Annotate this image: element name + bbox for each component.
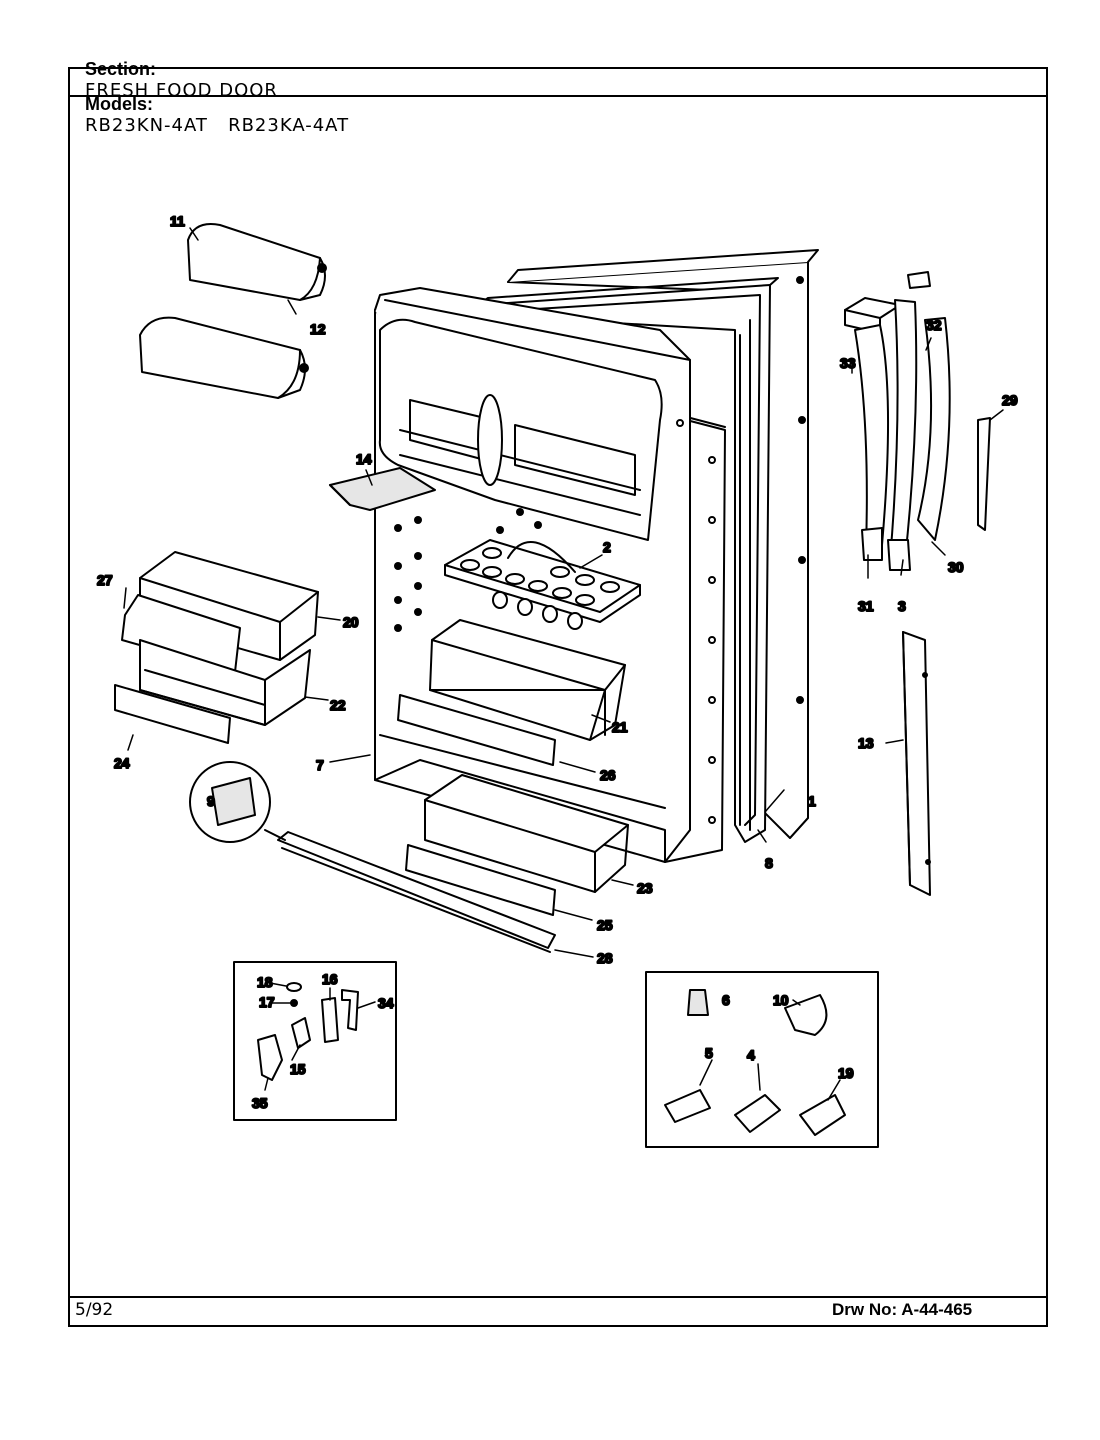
callout-4: 4 [747,1047,755,1063]
callout-33: 33 [840,355,856,371]
footer-divider [68,1296,1048,1298]
callout-6: 6 [722,992,730,1008]
callout-22: 22 [330,697,346,713]
hinge-cover-strip [917,317,951,541]
breaker-strip-bottom [277,831,556,953]
callout-1: 1 [808,793,816,809]
callout-17: 17 [259,994,275,1010]
callout-15: 15 [290,1061,306,1077]
section-label: Section: [85,59,157,79]
hinge-hardware-inset [233,961,397,1121]
hinge-side-trim [902,631,931,896]
footer-drawing-number: Drw No: A-44-465 [832,1300,973,1319]
callout-7: 7 [316,757,324,773]
hinge-plug [907,271,931,289]
callout-29: 29 [1002,392,1018,408]
callout-19: 19 [838,1065,854,1081]
callout-35: 35 [252,1095,268,1111]
callout-2: 2 [603,539,611,555]
callout-14: 14 [356,451,372,467]
models-heading: Models: RB23KN-4AT RB23KA-4AT [75,73,349,136]
callout-11: 11 [170,213,185,229]
callout-10: 10 [773,992,789,1008]
hinge-screw-strip [977,417,991,531]
models-value: RB23KN-4AT RB23KA-4AT [85,115,350,136]
callout-21: 21 [612,719,628,735]
callout-13: 13 [858,735,874,751]
outer-door-panel [507,249,819,839]
dairy-door-handle [329,467,436,511]
callout-9: 9 [207,793,215,809]
callout-20: 20 [343,614,359,630]
callout-30: 30 [948,559,964,575]
door-gasket [477,277,779,843]
callout-12: 12 [310,321,326,337]
detail-magnifier [189,761,286,843]
callout-3: 3 [898,598,906,614]
dairy-door-upper [187,223,327,301]
drawing-frame [68,67,1048,1327]
bin-trim-lower [114,684,231,744]
shelf-trim-middle [397,694,556,766]
models-label: Models: [85,94,154,114]
callout-5: 5 [705,1045,713,1061]
callout-leaders [123,227,1004,1101]
door-shelf-middle [429,619,626,741]
models-divider [68,95,1048,97]
door-bin-lower [139,639,311,726]
shelf-trim-bottom [405,844,556,916]
dairy-door-lower [139,316,309,399]
bin-front-upper [121,594,241,673]
callout-34: 34 [378,995,394,1011]
callout-32: 32 [926,317,942,333]
hinge-bracket-right [887,299,918,571]
door-shelf-bottom [424,774,629,893]
hinge-bracket-left [854,324,890,561]
callout-16: 16 [322,971,338,987]
fastener-inset [645,971,879,1148]
callout-26: 26 [600,767,616,783]
callout-25: 25 [597,917,613,933]
footer-date: 5/92 [75,1300,114,1320]
callout-28: 28 [597,950,613,966]
callout-27: 27 [97,572,113,588]
callout-24: 24 [114,755,130,771]
egg-tray [444,539,641,630]
callout-23: 23 [637,880,653,896]
callout-8: 8 [765,855,773,871]
callout-31: 31 [858,598,874,614]
callout-18: 18 [257,974,273,990]
